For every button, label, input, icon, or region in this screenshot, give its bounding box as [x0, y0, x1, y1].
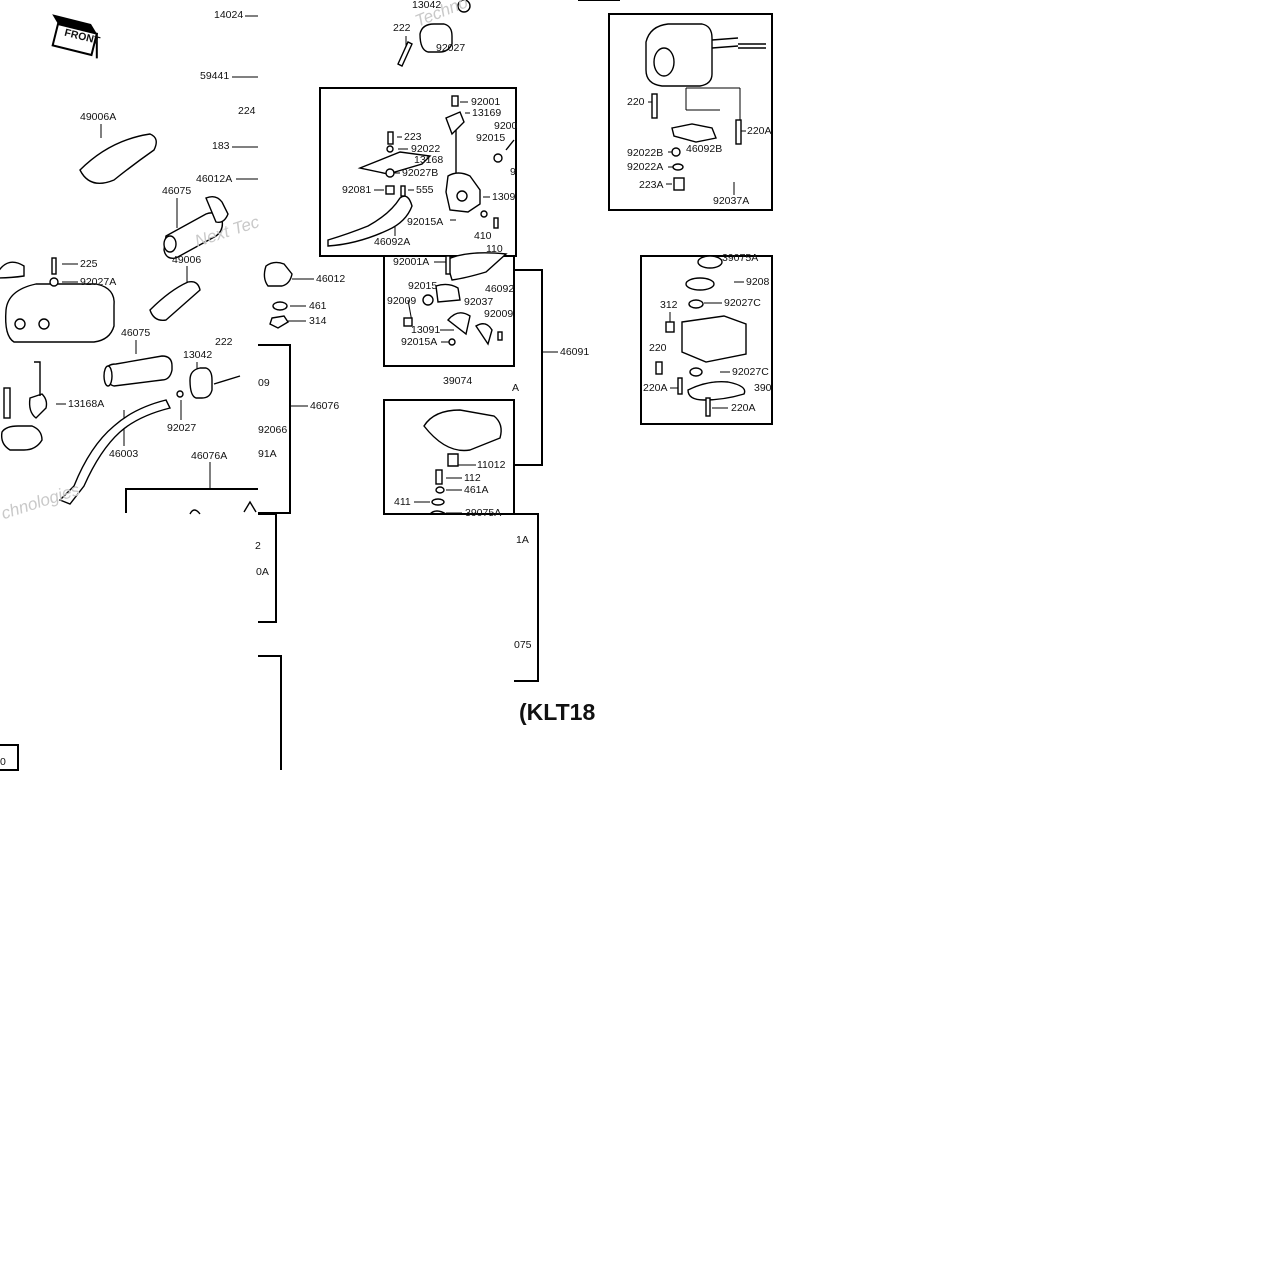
part-label: 92066 [258, 424, 288, 436]
part-label: 0A [256, 566, 269, 578]
part-label: 46075 [121, 327, 151, 339]
part-label: 9200 [494, 120, 518, 132]
part-label: 92015A [401, 336, 438, 348]
part-label: 9 [510, 166, 516, 178]
part-label: 13169 [472, 107, 502, 119]
part-label: 92027C [732, 366, 769, 378]
part-label: 1309 [492, 191, 516, 203]
part-label: 13168 [414, 154, 444, 166]
part-label: 46092B [686, 143, 723, 155]
part-label: 92081 [342, 184, 372, 196]
part-label: 1A [516, 534, 529, 546]
part-label: 92027C [724, 297, 761, 309]
grip-lower-icon [105, 355, 173, 387]
part-label: 46003 [109, 448, 139, 460]
part-label: 075 [514, 639, 532, 651]
part-label: 223 [404, 131, 422, 143]
part-label: 39074 [443, 375, 473, 387]
frame-bottom-left [258, 655, 282, 770]
frame-46076A [125, 488, 258, 513]
part-label: 220 [627, 96, 645, 108]
part-label: 92015 [408, 280, 438, 292]
part-label: 92037A [713, 195, 750, 207]
part-label: 461 [309, 300, 327, 312]
part-label: 09 [258, 377, 270, 389]
part-label: 225 [80, 258, 98, 270]
part-label: 92022 [411, 143, 441, 155]
part-label: 46092A [374, 236, 411, 248]
part-label: 46012A [196, 173, 233, 185]
part-label: 92001A [393, 256, 430, 268]
part-label: 92009 [484, 308, 514, 320]
part-label: 220A [643, 382, 668, 394]
part-label: 220A [747, 125, 772, 137]
part-label: 59441 [200, 70, 230, 82]
part-label: 13042 [412, 0, 442, 11]
frame-lower-left [258, 513, 277, 623]
part-label: 92022A [627, 161, 664, 173]
model-code: (KLT18 [519, 699, 596, 725]
part-label: 46012 [316, 273, 346, 285]
part-label: 555 [416, 184, 434, 196]
part-label: 223A [639, 179, 664, 191]
part-label: 92027 [436, 42, 466, 54]
part-label: 49006 [172, 254, 202, 266]
part-label: 390 [754, 382, 772, 394]
part-label: 222 [393, 22, 411, 34]
part-label: 314 [309, 315, 327, 327]
part-label: 92015 [476, 132, 506, 144]
part-label: 92009 [387, 295, 417, 307]
part-label: 220A [731, 402, 756, 414]
part-label: 92027 [167, 422, 197, 434]
part-label: 411 [394, 496, 411, 508]
part-label: 461A [464, 484, 489, 496]
part-label: 9208 [746, 276, 770, 288]
front-arrow-icon [51, 14, 99, 59]
part-label: 49006A [80, 111, 117, 123]
part-label: 92037 [464, 296, 494, 308]
part-label: 39075A [722, 252, 759, 264]
part-label: 312 [660, 299, 678, 311]
part-label: 13042 [183, 349, 213, 361]
part-label: 2 [255, 540, 261, 552]
part-label: 224 [238, 105, 256, 117]
frame-46091 [514, 269, 543, 466]
part-label: 0 [0, 756, 6, 768]
part-label: 220 [649, 342, 667, 354]
frame-lower-mid [514, 513, 539, 682]
frame-switch-right [608, 13, 773, 211]
part-label: 13168A [68, 398, 105, 410]
part-label: 11012 [477, 459, 506, 471]
part-label: 92022B [627, 147, 664, 159]
part-label: 410 [474, 230, 492, 242]
part-label: 222 [215, 336, 233, 348]
part-label: 46076A [191, 450, 228, 462]
part-label: 92001 [471, 96, 501, 108]
part-label: 92015A [407, 216, 444, 228]
part-label: 39075A [465, 507, 502, 519]
part-label: A [512, 382, 520, 394]
part-label: 91A [258, 448, 277, 460]
part-label: 112 [464, 472, 481, 484]
part-label: 14024 [214, 9, 244, 21]
part-label: 46076 [310, 400, 340, 412]
part-label: 92027A [80, 276, 117, 288]
part-label: 13091 [411, 324, 441, 336]
part-label: 92027B [402, 167, 439, 179]
throttle-grip-icon [79, 133, 157, 184]
part-label: 46075 [162, 185, 192, 197]
part-label: 110 [486, 243, 503, 255]
part-label: 46092 [485, 283, 515, 295]
part-label: 183 [212, 140, 230, 152]
frame-corner [0, 744, 19, 771]
part-label: 46091 [560, 346, 590, 358]
handlebar-icon [58, 399, 172, 505]
frame-throttle-case [383, 399, 515, 515]
